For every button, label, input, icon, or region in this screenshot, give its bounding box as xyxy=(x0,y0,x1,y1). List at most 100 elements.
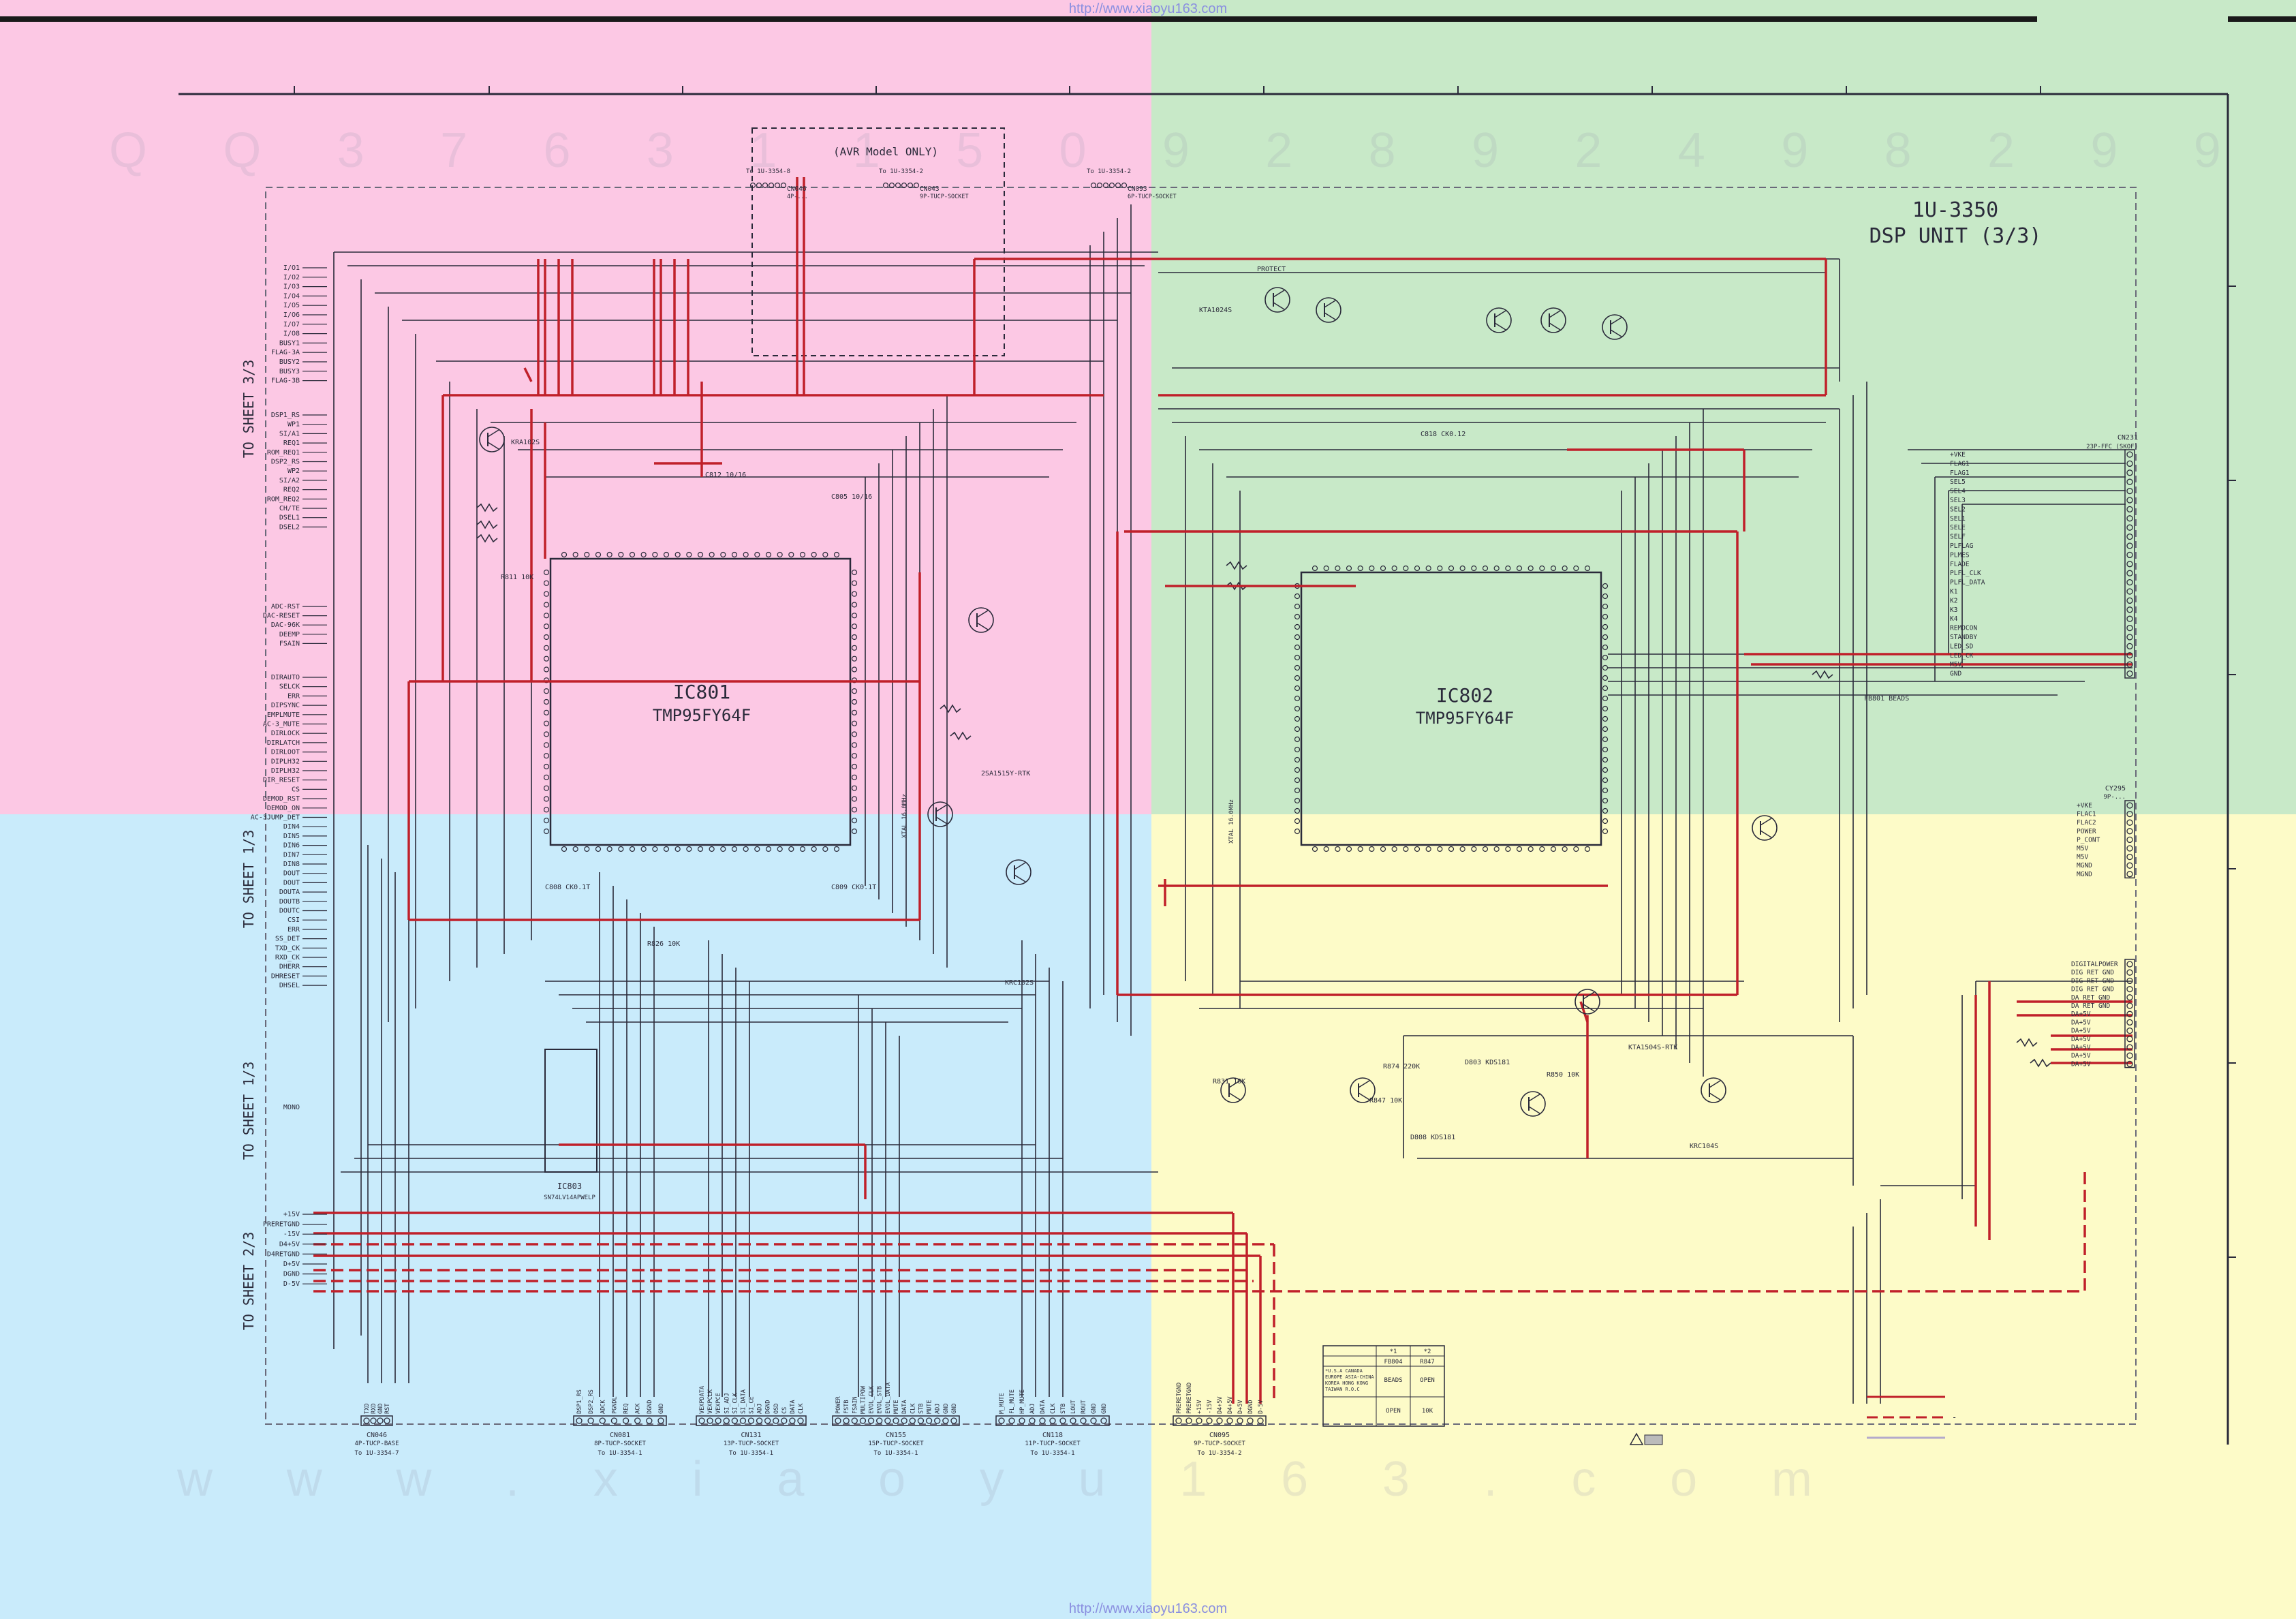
line-legend-dashed: - xyxy=(1952,1413,1957,1422)
connector-type: 4P-TUCP-BASE xyxy=(354,1440,399,1447)
connector-ref: CN118 xyxy=(1042,1432,1063,1439)
ic-pin xyxy=(1294,593,1301,600)
connector-pin xyxy=(1049,1417,1056,1424)
connector-pin xyxy=(2126,1052,2133,1059)
sheet-label-1of3-a: TO SHEET 1/3 xyxy=(241,830,257,929)
connector-pin-label: RXD xyxy=(371,1404,377,1414)
connector-pin xyxy=(1096,182,1103,189)
connector-pin-label: DIG RET GND xyxy=(2071,969,2114,976)
transistor-symbols xyxy=(479,287,1778,1117)
connector-pin-label: DATA xyxy=(1040,1400,1046,1414)
ic-pin xyxy=(754,551,760,558)
signal-label: DIPLH32 xyxy=(271,758,300,765)
ic-pin xyxy=(851,569,858,576)
connector-pin xyxy=(2126,819,2133,826)
signal-label: AC-3_MUTE xyxy=(263,721,300,728)
signal-label: -15V xyxy=(283,1231,300,1238)
ic-pin xyxy=(851,742,858,748)
signal-label: DIN8 xyxy=(283,861,300,868)
signal-label: ERR xyxy=(288,926,300,934)
ic-pin xyxy=(543,709,550,715)
ic803-body xyxy=(544,1049,598,1173)
connector-pin-label: EVOL_CLK xyxy=(869,1385,875,1414)
ic-pin xyxy=(1602,685,1609,692)
ic-pin xyxy=(618,846,624,852)
ic-pin xyxy=(543,591,550,597)
connector-ref: CN155 xyxy=(886,1432,906,1439)
ic-pin xyxy=(777,846,783,852)
ic-pin xyxy=(731,551,738,558)
ic-pin xyxy=(1573,846,1579,852)
legend-head-1: *1 xyxy=(1390,1348,1397,1355)
connector-ref: CN131 xyxy=(741,1432,761,1439)
legend-r1-c2: 10K xyxy=(1422,1408,1433,1415)
watermark-char: w xyxy=(177,1452,213,1507)
top-connector-destination: To 1U-3354-8 xyxy=(746,168,790,175)
ic-pin xyxy=(1294,685,1301,692)
connector-pin-label: MUTE xyxy=(927,1400,933,1414)
ic-pin xyxy=(1602,787,1609,794)
ic-pin xyxy=(652,846,658,852)
cap-c812: C812 10/16 xyxy=(705,472,746,479)
connector-pin xyxy=(610,1417,618,1424)
connector-pin xyxy=(859,1417,867,1424)
ic-pin xyxy=(1602,664,1609,671)
ic-pin xyxy=(1550,565,1557,572)
transistor-collector xyxy=(1610,317,1622,325)
connector-pin-label: M5V xyxy=(2077,854,2088,861)
connector-pin-label: POWER xyxy=(2077,828,2096,835)
connector-pin xyxy=(1070,1417,1076,1424)
line-type-legend: - xyxy=(1867,1396,1957,1439)
ic-pin xyxy=(851,613,858,619)
connector-cn231-ref: CN231 xyxy=(2117,434,2138,442)
ic803-ref: IC803 xyxy=(557,1182,582,1191)
ic-pin xyxy=(1294,664,1301,671)
resistor xyxy=(940,704,961,713)
connector-pin xyxy=(698,1417,705,1424)
ic802-ref: IC802 xyxy=(1436,684,1493,707)
ic-pin xyxy=(833,551,840,558)
signal-label: RXD_CK xyxy=(275,954,300,961)
connector-pin xyxy=(1108,182,1115,189)
ic-pin xyxy=(584,551,590,558)
ic-pin xyxy=(777,551,783,558)
connector-pin-label: DA RET GND xyxy=(2071,1002,2110,1010)
connector-destination: To 1U-3354-2 xyxy=(1197,1450,1241,1457)
ic803-part: SN74LV14APWELP xyxy=(544,1194,595,1201)
ic-pin xyxy=(1539,846,1545,852)
connector-pin xyxy=(2126,670,2133,677)
ic-pin xyxy=(697,846,704,852)
power-trace xyxy=(523,367,533,382)
ic-pin xyxy=(1323,846,1329,852)
ic-pin xyxy=(1602,705,1609,712)
ic-pin xyxy=(1602,623,1609,630)
ic801-pins xyxy=(543,551,858,852)
connector-cn231-name: 23P-FFC (SKOF) xyxy=(2086,444,2138,450)
connector-pin xyxy=(634,1417,641,1424)
left-power-labels: +15VPRERETGND-15VD4+5VD4RETGNDD+5VDGNDD-… xyxy=(263,1211,327,1288)
connector-pin xyxy=(917,1417,925,1424)
cap-c809: C809 CK0.1T xyxy=(831,884,876,891)
ic-pin xyxy=(1550,846,1557,852)
connector-pin-label: SI_ADJ xyxy=(724,1393,730,1414)
signal-label: SI/A1 xyxy=(279,430,300,437)
watermark-char: i xyxy=(692,1452,703,1507)
connector-pin xyxy=(2126,460,2133,467)
connector-pin xyxy=(2126,977,2133,985)
connector-pin xyxy=(1206,1417,1213,1424)
connector-pin xyxy=(2126,634,2133,641)
tr-part-krc104: KRC104S xyxy=(1690,1143,1718,1150)
ic-pin xyxy=(543,818,550,824)
transistor-icon xyxy=(1006,859,1031,885)
ic-pin xyxy=(1294,654,1301,661)
connector-destination: To 1U-3354-1 xyxy=(729,1450,773,1457)
connector-pin-label: MGND xyxy=(2077,871,2092,878)
connector-pin xyxy=(925,1417,933,1424)
connector-cy295-ref: CY295 xyxy=(2105,785,2126,792)
connector-pin-label: GND xyxy=(1950,670,1961,678)
connector-pin-label: POWER xyxy=(835,1396,842,1414)
ic-pin xyxy=(1391,565,1397,572)
top-connector-ref: CN093 xyxy=(1128,185,1147,193)
ic-pin xyxy=(709,551,715,558)
